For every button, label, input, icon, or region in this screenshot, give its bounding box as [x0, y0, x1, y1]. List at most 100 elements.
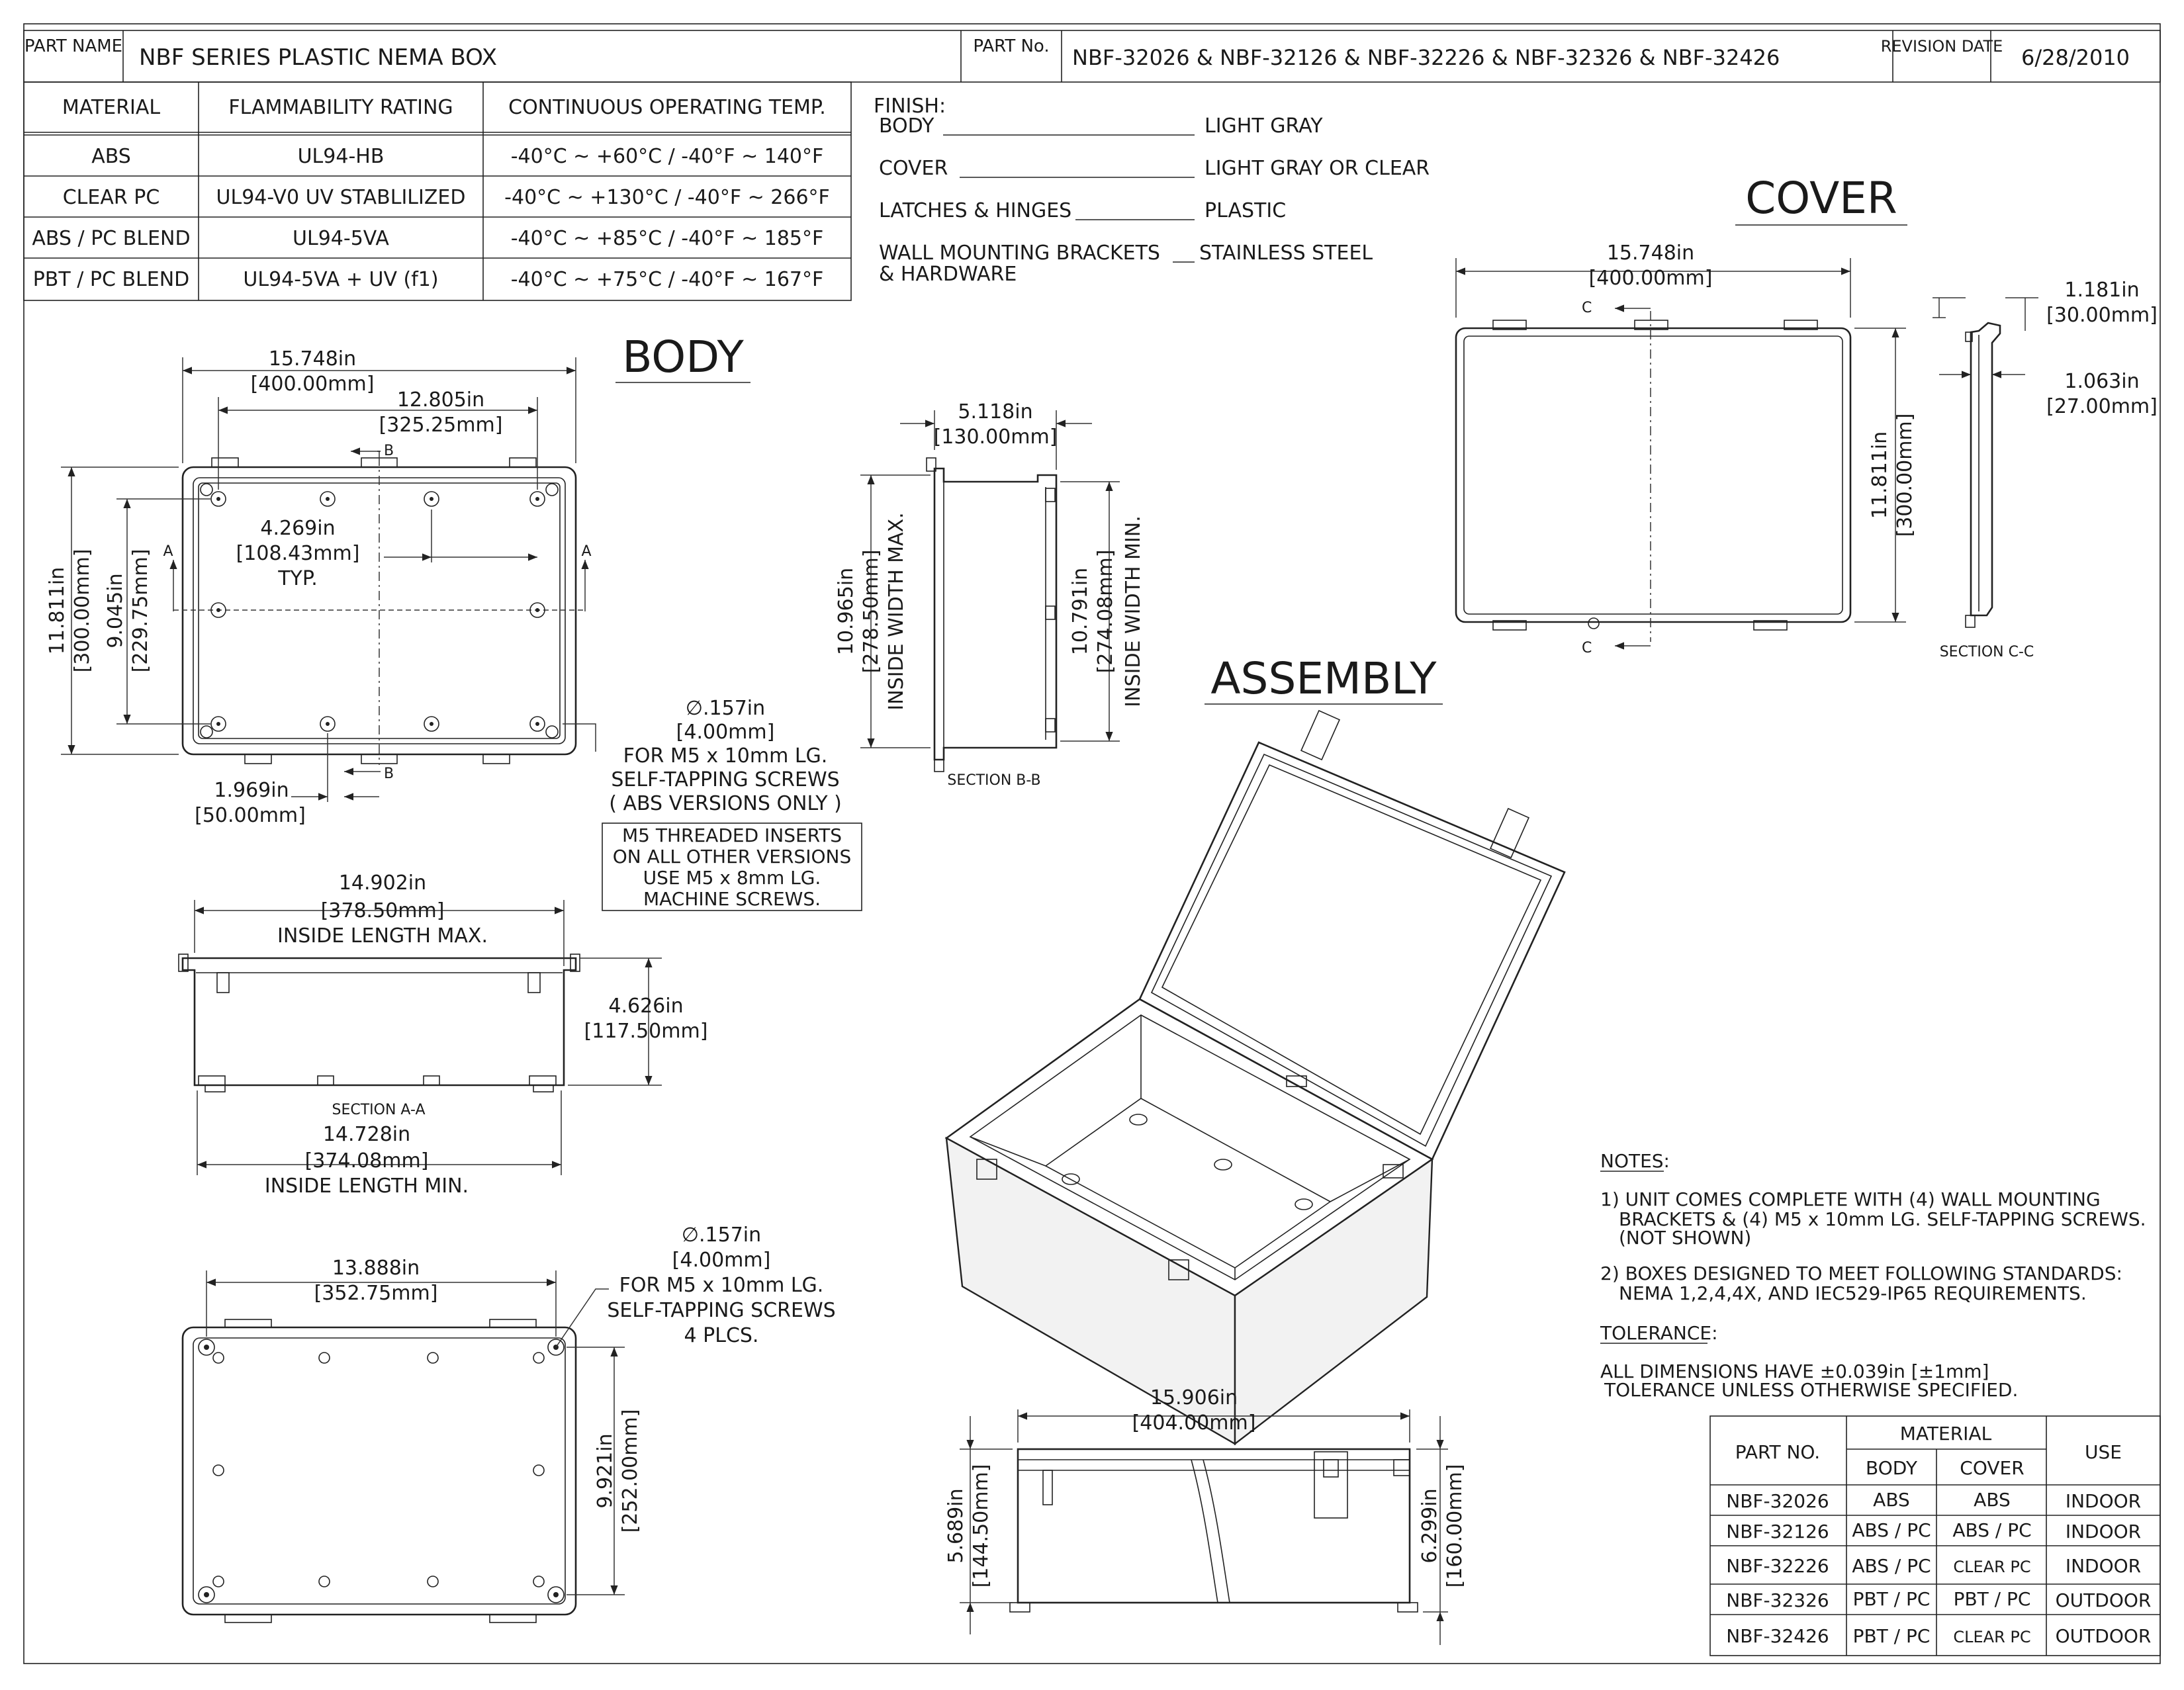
material-table: MATERIAL FLAMMABILITY RATING CONTINUOUS … — [23, 81, 852, 301]
hole-callout-note: FOR M5 x 10mm LG. — [619, 1274, 824, 1297]
dim-value: 15.748in — [269, 347, 356, 371]
material-header: MATERIAL — [62, 96, 161, 119]
assembly-isometric-view — [944, 709, 1566, 1446]
parts-cell: PBT / PC — [1954, 1588, 2031, 1610]
section-bb-label: SECTION B-B — [947, 772, 1040, 789]
dim-value-mm: [400.00mm] — [1589, 267, 1713, 290]
parts-cell: CLEAR PC — [1953, 1558, 2030, 1576]
section-c-mark: C — [1582, 640, 1592, 656]
sheet-border — [23, 23, 2161, 1664]
notes-label: NOTES: — [1600, 1150, 1670, 1172]
note-line: (NOT SHOWN) — [1619, 1227, 1751, 1249]
parts-header-material: MATERIAL — [1900, 1423, 1992, 1445]
parts-cell: NBF-32026 — [1726, 1490, 1829, 1512]
dim-value: 13.888in — [332, 1257, 420, 1280]
finish-value: LIGHT GRAY OR CLEAR — [1205, 157, 1430, 180]
material-cell: ABS — [91, 145, 131, 168]
dim-value: 10.791in — [1069, 568, 1092, 655]
hole-callout-note: ( ABS VERSIONS ONLY ) — [609, 792, 842, 815]
material-cell: ABS / PC BLEND — [32, 227, 190, 250]
section-c-mark: C — [1582, 300, 1592, 316]
flammability-cell: UL94-HB — [298, 145, 385, 168]
mounting-holes — [200, 483, 559, 738]
dim-value: 1.969in — [214, 779, 289, 802]
section-b-mark: B — [384, 766, 394, 782]
dim-value: 15.906in — [1150, 1386, 1238, 1409]
revision-label: REVISION DATE — [1881, 37, 2003, 56]
section-a-mark: A — [581, 543, 591, 560]
dim-value: 5.118in — [958, 400, 1032, 423]
hole-callout-mm: [4.00mm] — [676, 721, 775, 744]
dim-value-mm: [278.50mm] — [860, 550, 883, 674]
note-line: 1) UNIT COMES COMPLETE WITH (4) WALL MOU… — [1600, 1188, 2101, 1210]
dim-value-mm: [50.00mm] — [195, 804, 306, 827]
parts-table: PART NO. MATERIAL BODY COVER USE NBF-320… — [1709, 1415, 2161, 1656]
dim-note: INSIDE WIDTH MAX. — [885, 512, 908, 710]
dim-value-mm: [300.00mm] — [71, 549, 94, 673]
parts-cell: ABS / PC — [1852, 1555, 1931, 1577]
parts-cell: INDOOR — [2066, 1490, 2141, 1512]
parts-cell: INDOOR — [2066, 1555, 2141, 1577]
section-cc-label: SECTION C-C — [1940, 644, 2034, 660]
parts-cell: NBF-32326 — [1726, 1589, 1829, 1611]
flammability-cell: UL94-V0 UV STABLILIZED — [216, 186, 466, 209]
section-aa-label: SECTION A-A — [332, 1102, 426, 1118]
hole-callout-note: SELF-TAPPING SCREWS — [611, 768, 839, 791]
insert-note-line: ON ALL OTHER VERSIONS — [613, 846, 851, 867]
parts-cell: NBF-32426 — [1726, 1625, 1829, 1647]
temp-cell: -40°C ~ +130°C / -40°F ~ 266°F — [504, 186, 830, 209]
parts-cell: PBT / PC — [1853, 1588, 1931, 1610]
temp-cell: -40°C ~ +75°C / -40°F ~ 167°F — [511, 268, 824, 291]
dim-value: 4.626in — [608, 995, 683, 1018]
parts-cell: NBF-32226 — [1726, 1555, 1829, 1577]
dim-value: 9.045in — [104, 573, 127, 648]
parts-cell: PBT / PC — [1853, 1625, 1931, 1647]
insert-note-line: M5 THREADED INSERTS — [622, 824, 842, 846]
dim-value: 4.269in — [260, 517, 335, 540]
cover-view-title: COVER — [1745, 173, 1897, 224]
section-a-mark: A — [163, 543, 173, 560]
dim-value: 11.811in — [46, 567, 69, 654]
finish-part: COVER — [879, 157, 948, 180]
section-cc-view: 1.181in [30.00mm] 1.063in [27.00mm] SECT… — [1933, 279, 2158, 660]
section-b-mark: B — [384, 443, 394, 459]
parts-header-body: BODY — [1866, 1457, 1918, 1479]
hole-callout: ∅.157in — [686, 697, 765, 720]
dim-value: 15.748in — [1607, 242, 1694, 265]
temp-cell: -40°C ~ +85°C / -40°F ~ 185°F — [511, 227, 824, 250]
hole-callout-mm: [4.00mm] — [672, 1249, 771, 1272]
note-line: 2) BOXES DESIGNED TO MEET FOLLOWING STAN… — [1600, 1263, 2122, 1284]
dim-value: 5.689in — [944, 1488, 968, 1563]
dim-value-mm: [325.25mm] — [379, 414, 503, 437]
part-name: NBF SERIES PLASTIC NEMA BOX — [139, 44, 497, 71]
finish-part: WALL MOUNTING BRACKETS — [879, 242, 1160, 265]
dim-value-mm: [130.00mm] — [934, 425, 1058, 449]
section-aa-view: 14.902in [378.50mm] INSIDE LENGTH MAX. 4… — [178, 871, 707, 1198]
part-name-label: PART NAME — [24, 36, 122, 56]
parts-cell: ABS / PC — [1852, 1519, 1931, 1541]
parts-cell: ABS — [1974, 1489, 2011, 1511]
parts-cell: ABS / PC — [1952, 1519, 2031, 1541]
hole-callout-note: SELF-TAPPING SCREWS — [607, 1299, 835, 1322]
dim-value-mm: [404.00mm] — [1132, 1411, 1256, 1435]
tolerance-label: TOLERANCE: — [1600, 1322, 1718, 1344]
dim-value: 12.805in — [397, 388, 484, 412]
dim-value: 11.811in — [1868, 431, 1891, 519]
dim-value: 14.728in — [323, 1123, 410, 1146]
finish-value: STAINLESS STEEL — [1199, 242, 1373, 265]
temp-cell: -40°C ~ +60°C / -40°F ~ 140°F — [511, 145, 824, 168]
general-notes: NOTES: 1) UNIT COMES COMPLETE WITH (4) W… — [1600, 1150, 2146, 1401]
body-view-title: BODY — [622, 332, 744, 382]
finish-part: BODY — [879, 114, 934, 138]
parts-cell: CLEAR PC — [1953, 1628, 2030, 1646]
dim-value: 1.181in — [2064, 279, 2139, 302]
dim-note: TYP. — [277, 567, 318, 590]
dim-value-mm: [30.00mm] — [2046, 304, 2158, 327]
dim-value-mm: [400.00mm] — [251, 373, 375, 396]
revision-date: 6/28/2010 — [2021, 45, 2130, 70]
dim-value-mm: [144.50mm] — [970, 1464, 993, 1588]
hole-callout: ∅.157in — [682, 1223, 761, 1247]
dim-value-mm: [352.75mm] — [314, 1282, 438, 1305]
tolerance-line: ALL DIMENSIONS HAVE ±0.039in [±1mm] — [1600, 1360, 1989, 1382]
